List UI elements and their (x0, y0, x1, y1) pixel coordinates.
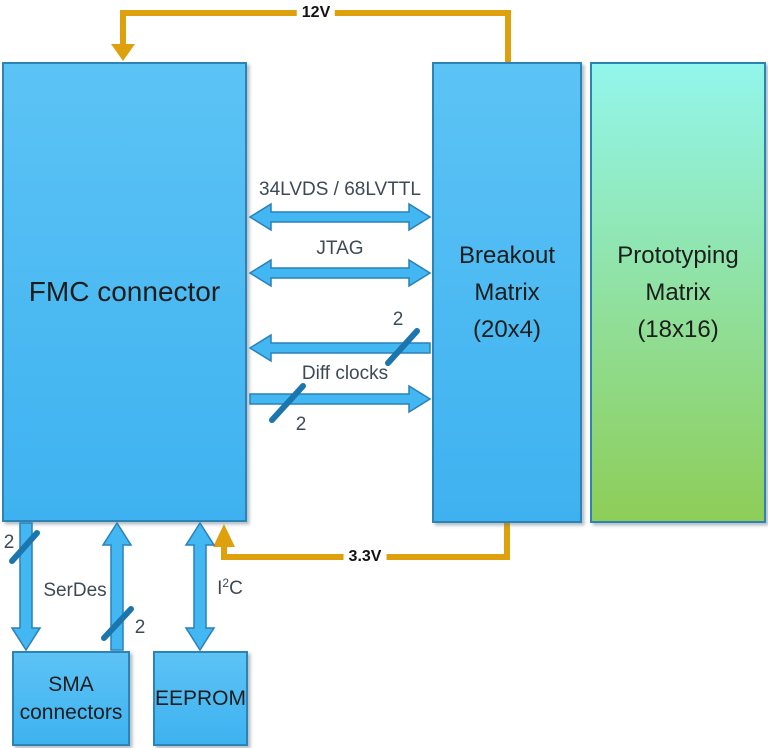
bus-slash-icon (101, 606, 134, 641)
fmc-connector-label: FMC connector (28, 276, 221, 307)
arrow-breakout-to-fmc (248, 333, 431, 363)
sma-connectors-box: SMA connectors (12, 651, 130, 746)
label-33v: 3.3V (343, 548, 387, 566)
bus-slash-icon (9, 530, 40, 564)
label-bus-width-breakout-to-fmc: 2 (392, 309, 404, 330)
label-bus-width-fmc-to-breakout: 2 (295, 414, 307, 435)
eeprom-label: EEPROM (155, 686, 247, 710)
arrow-jtag-bidirectional (248, 258, 432, 288)
arrow-fmc-to-breakout (249, 384, 432, 414)
label-12v: 12V (296, 4, 336, 22)
bus-slash-icon (385, 328, 420, 366)
eeprom-box: EEPROM (153, 651, 248, 746)
arrow-sma-to-fmc (101, 521, 133, 651)
sma-connectors-label: SMA connectors (19, 672, 123, 724)
bus-slash-icon (269, 383, 306, 423)
prototyping-matrix-label: Prototyping Matrix (18x16) (617, 242, 739, 343)
label-jtag: JTAG (316, 238, 364, 259)
label-bus-width-fmc-to-sma: 2 (3, 532, 15, 553)
label-diff-clocks: Diff clocks (301, 363, 389, 384)
label-i2c: I2C (217, 575, 243, 600)
fmc-connector-box: FMC connector (2, 62, 247, 522)
arrow-lvds-bidirectional (248, 202, 432, 232)
label-lvds: 34LVDS / 68LVTTL (259, 179, 421, 200)
breakout-matrix-label: Breakout Matrix (20x4) (458, 242, 556, 343)
power-12v-arrowhead-icon (111, 44, 135, 61)
power-33v-arrowhead-icon (213, 524, 235, 547)
label-serdes: SerDes (43, 580, 107, 601)
prototyping-matrix-box: Prototyping Matrix (18x16) (590, 62, 766, 523)
arrow-i2c-bidirectional (184, 521, 216, 652)
label-bus-width-sma-to-fmc: 2 (134, 617, 146, 638)
breakout-matrix-box: Breakout Matrix (20x4) (432, 62, 582, 523)
